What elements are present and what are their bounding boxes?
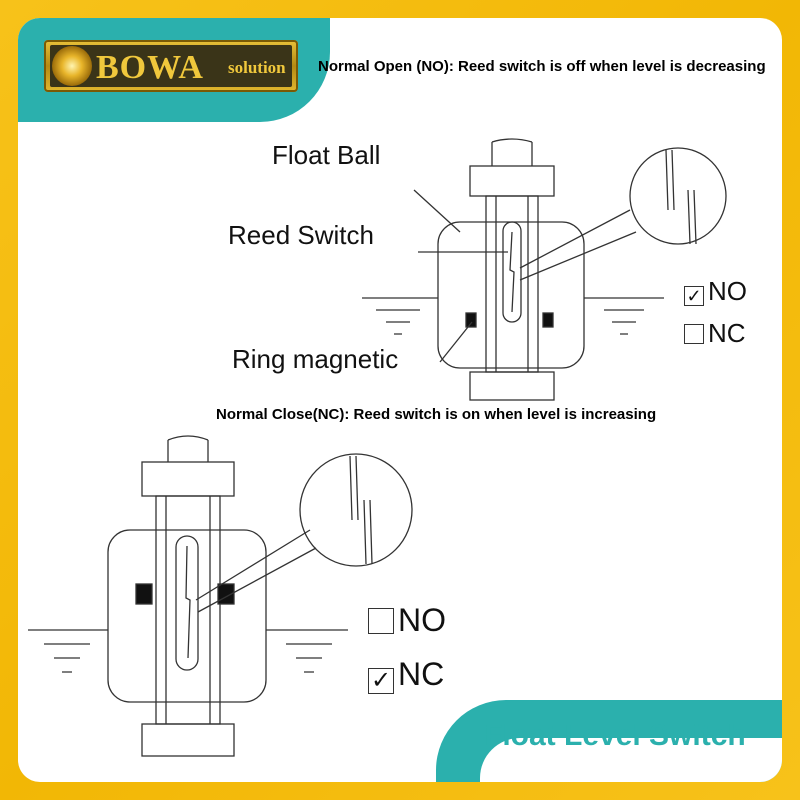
top-option-nc: NC	[684, 318, 746, 348]
bowa-logo: BOWA solution	[44, 40, 298, 92]
top-option-no: ✓NO	[684, 276, 747, 306]
top-magnet-leader	[439, 321, 473, 363]
top-diagram	[362, 138, 727, 401]
bottom-water-level	[28, 629, 348, 673]
top-no-checkbox: ✓	[684, 286, 704, 306]
bottom-zoom-circle	[299, 453, 413, 567]
bottom-no-checkbox	[368, 608, 394, 634]
bottom-diagram	[28, 435, 413, 757]
bottom-float-ball	[107, 529, 267, 703]
bottom-lower-collar	[141, 723, 235, 757]
float-ball-label: Float Ball	[272, 140, 381, 170]
website-url: www.bowasolution.com	[594, 680, 782, 700]
bottom-shaft-end	[167, 435, 209, 462]
bottom-reed-capsule	[175, 535, 199, 671]
logo-suffix: solution	[228, 58, 286, 77]
top-upper-collar	[469, 165, 555, 197]
bottom-no-label: NO	[398, 602, 446, 638]
bottom-upper-collar	[141, 461, 235, 497]
top-zoom-leader-1	[519, 209, 631, 269]
top-reed-contacts	[509, 231, 515, 313]
top-lower-collar	[469, 371, 555, 401]
product-title: Float Level Switch	[484, 719, 746, 752]
nc-caption: Normal Close(NC): Reed switch is on when…	[216, 406, 657, 423]
logo-emblem-icon	[52, 46, 92, 86]
top-magnet-left	[465, 312, 477, 328]
ring-magnetic-label: Ring magnetic	[232, 344, 399, 374]
bottom-zoom-leader-2	[197, 547, 317, 613]
bottom-nc-label: NC	[398, 656, 445, 692]
top-nc-label: NC	[708, 318, 746, 348]
top-water-level	[362, 297, 664, 335]
bottom-option-nc: ✓NC	[368, 656, 444, 694]
top-magnet-right	[542, 312, 554, 328]
bottom-nc-checkbox: ✓	[368, 668, 394, 694]
bottom-option-no: NO	[368, 602, 446, 638]
top-float-leader	[413, 189, 461, 233]
top-nc-checkbox	[684, 324, 704, 344]
top-zoom-contacts	[665, 149, 697, 245]
bottom-zoom-leader-1	[195, 529, 311, 601]
bottom-zoom-contacts	[349, 455, 373, 565]
bottom-reed-contacts	[185, 545, 191, 659]
top-no-label: NO	[708, 276, 747, 306]
no-caption: Normal Open (NO): Reed switch is off whe…	[318, 58, 766, 75]
content-panel: BOWA solution	[18, 18, 782, 782]
top-zoom-circle	[629, 147, 727, 245]
top-reed-capsule	[502, 221, 522, 323]
top-zoom-leader-2	[519, 231, 637, 281]
bottom-magnet-left	[135, 583, 153, 605]
reed-switch-label: Reed Switch	[228, 220, 374, 250]
top-shaft-end	[491, 138, 533, 166]
logo-wordmark: BOWA	[96, 49, 204, 86]
title-tab	[480, 738, 782, 782]
